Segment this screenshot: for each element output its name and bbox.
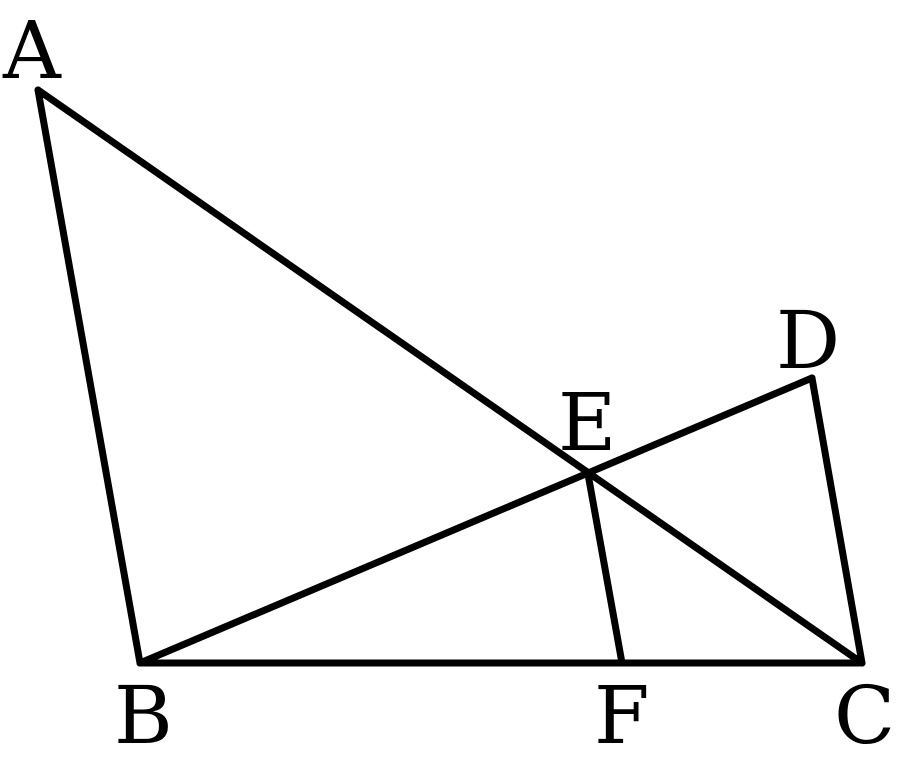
segments bbox=[34, 86, 866, 667]
segment-dc bbox=[808, 374, 866, 667]
point-labels: A B C D E F bbox=[2, 4, 895, 762]
segment-ac bbox=[34, 86, 866, 667]
point-label-a: A bbox=[2, 4, 62, 97]
segment-ef bbox=[584, 470, 626, 667]
point-label-d: D bbox=[776, 294, 840, 387]
point-label-e: E bbox=[558, 376, 616, 469]
point-label-c: C bbox=[834, 669, 895, 762]
segment-bd bbox=[136, 374, 816, 667]
point-label-f: F bbox=[594, 669, 650, 762]
segment-ab bbox=[34, 86, 144, 667]
point-label-b: B bbox=[114, 669, 173, 762]
